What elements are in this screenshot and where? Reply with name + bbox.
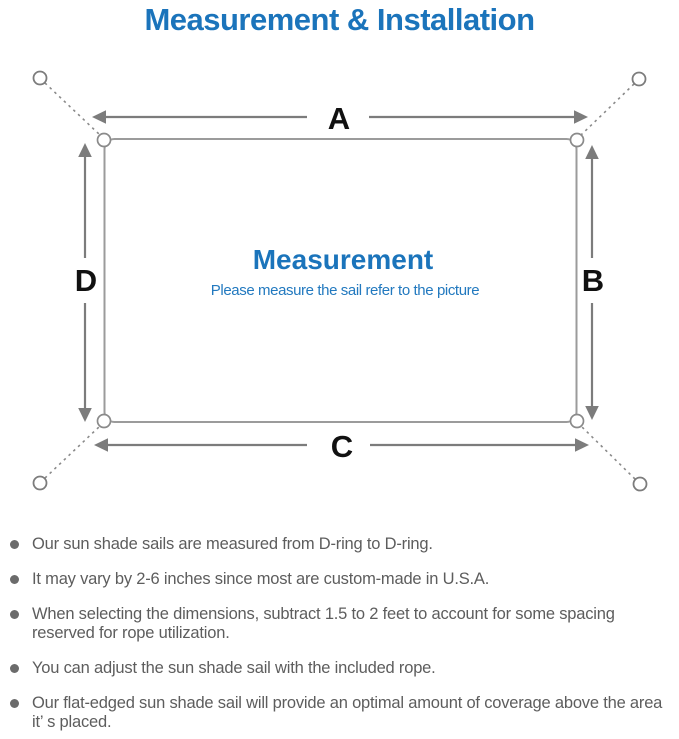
d-ring-bottom-left-icon: [96, 413, 112, 429]
d-ring-top-right-icon: [569, 132, 585, 148]
arrow-c-right-head-icon: [575, 438, 589, 452]
dimension-label-a: A: [328, 101, 350, 136]
arrow-b-up-head-icon: [585, 145, 599, 159]
measurement-diagram: A C D B Measurement Please measure the s…: [32, 70, 648, 492]
arrow-b-down-head-icon: [585, 406, 599, 420]
dimension-arrow-b: [585, 145, 599, 420]
corner-d-rings: [96, 132, 585, 429]
note-text: You can adjust the sun shade sail with t…: [32, 659, 436, 677]
bullet-icon: [10, 610, 19, 619]
sail-rectangle: [103, 138, 578, 423]
anchor-point-bottom-left-icon: [32, 475, 48, 491]
sail-center-subtitle: Please measure the sail refer to the pic…: [211, 282, 479, 299]
anchor-line-top-left: [44, 82, 101, 136]
anchor-point-top-right-icon: [631, 71, 647, 87]
anchor-points: [32, 70, 648, 492]
bullet-icon: [10, 699, 19, 708]
note-text: Our flat-edged sun shade sail will provi…: [32, 694, 663, 731]
dimension-label-b: B: [582, 263, 604, 298]
arrow-a-right-head-icon: [574, 110, 588, 124]
arrow-c-left-head-icon: [94, 438, 108, 452]
d-ring-top-left-icon: [96, 132, 112, 148]
arrow-d-down-head-icon: [78, 408, 92, 422]
dimension-arrow-c: [94, 438, 589, 452]
d-ring-bottom-right-icon: [569, 413, 585, 429]
bullet-icon: [10, 575, 19, 584]
note-item: Our flat-edged sun shade sail will provi…: [10, 694, 665, 732]
note-item: It may vary by 2-6 inches since most are…: [10, 570, 665, 589]
anchor-line-bottom-right: [580, 425, 636, 480]
sail-center-title: Measurement: [253, 244, 434, 275]
bullet-icon: [10, 664, 19, 673]
bullet-icon: [10, 540, 19, 549]
page-title: Measurement & Installation: [144, 2, 535, 37]
note-text: When selecting the dimensions, subtract …: [32, 605, 615, 642]
notes-list: Our sun shade sails are measured from D-…: [10, 535, 665, 739]
anchor-line-top-right: [580, 83, 635, 136]
anchor-point-top-left-icon: [32, 70, 48, 86]
note-text: It may vary by 2-6 inches since most are…: [32, 570, 490, 588]
anchor-line-bottom-left: [44, 425, 101, 479]
anchor-point-bottom-right-icon: [632, 476, 648, 492]
dimension-label-c: C: [331, 429, 353, 464]
dimension-arrow-a: [92, 110, 588, 124]
dimension-label-d: D: [75, 263, 97, 298]
arrow-a-left-head-icon: [92, 110, 106, 124]
dimension-arrow-d: [78, 143, 92, 422]
arrow-d-up-head-icon: [78, 143, 92, 157]
note-item: When selecting the dimensions, subtract …: [10, 605, 665, 643]
note-item: You can adjust the sun shade sail with t…: [10, 659, 665, 678]
note-text: Our sun shade sails are measured from D-…: [32, 535, 433, 553]
note-item: Our sun shade sails are measured from D-…: [10, 535, 665, 554]
